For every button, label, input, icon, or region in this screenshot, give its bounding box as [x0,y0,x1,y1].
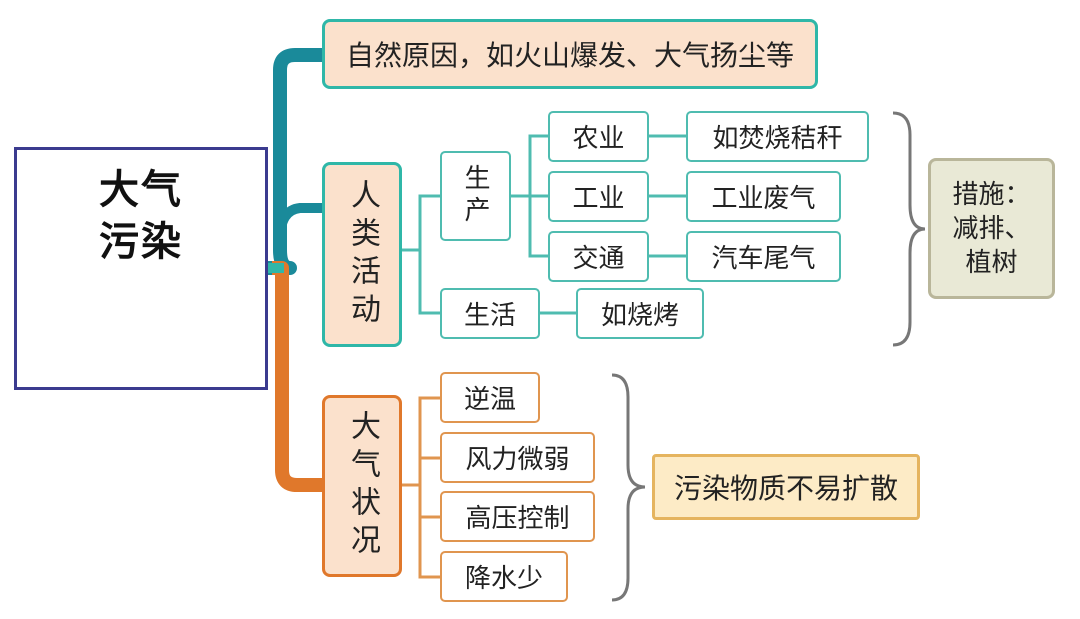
trunk-orange [272,261,322,492]
root-node: 大气污染 [14,147,268,390]
sector-links [540,134,686,315]
measure-node: 措施： 减排、 植树 [928,158,1055,299]
example-node-industry: 工业废气 [686,171,841,222]
human-activity-node: 人类活动 [322,162,402,347]
measure-line-1: 措施： [952,179,1031,210]
natural-cause-node: 自然原因，如火山爆发、大气扬尘等 [322,19,818,89]
weather-item-low-rain: 降水少 [440,551,568,602]
sector-node-agriculture: 农业 [548,111,649,162]
weather-brace [611,373,646,602]
life-node: 生活 [440,288,540,339]
example-node-agriculture: 如焚烧秸秆 [686,111,869,162]
weather-item-high-pressure: 高压控制 [440,491,595,542]
measure-line-3: 植树 [965,247,1018,278]
measure-line-2: 减排、 [952,213,1031,244]
weather-node: 大气状况 [322,395,402,577]
sector-node-industry: 工业 [548,171,649,222]
example-node-transport: 汽车尾气 [686,231,841,282]
diffusion-result-node: 污染物质不易扩散 [652,454,920,520]
life-example-node: 如烧烤 [576,288,704,339]
root-title: 大气污染 [99,167,183,265]
production-branches [511,134,548,258]
sector-node-transport: 交通 [548,231,649,282]
human-branches [402,194,440,315]
human-brace [892,111,926,347]
trunk-teal-human [275,203,322,241]
weather-item-inversion: 逆温 [440,372,540,423]
weather-branches [402,396,440,579]
weather-item-weak-wind: 风力微弱 [440,432,595,483]
production-node: 生产 [440,151,511,241]
